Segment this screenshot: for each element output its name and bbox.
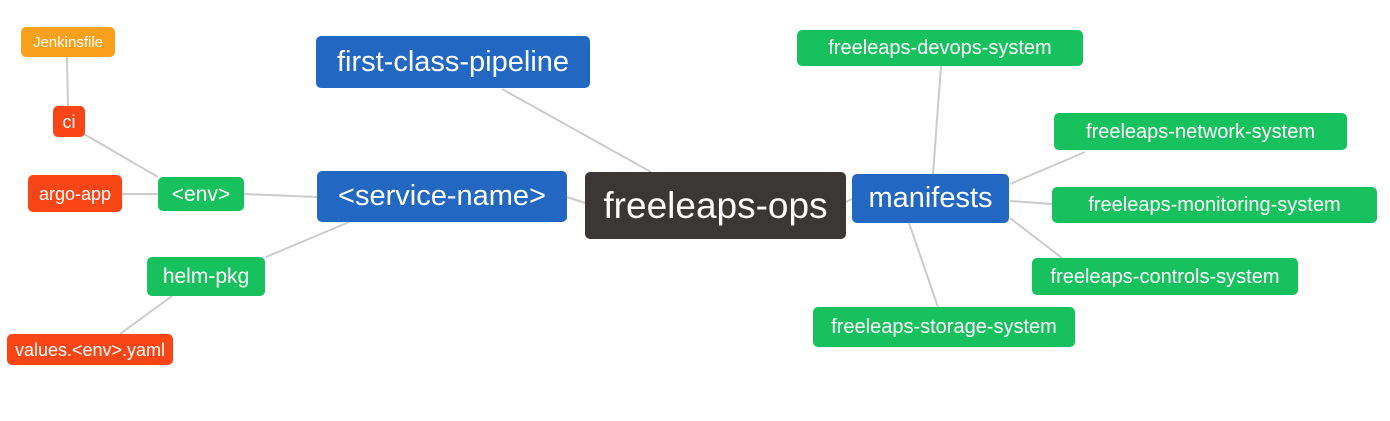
- node-freeleaps-ops-root[interactable]: freeleaps-ops: [585, 172, 846, 239]
- node-env[interactable]: <env>: [158, 177, 244, 211]
- node-jenkinsfile[interactable]: Jenkinsfile: [21, 27, 115, 57]
- edge-manifests-devops: [932, 65, 942, 175]
- edge-jenkinsfile-ci: [66, 56, 69, 107]
- edge-pipeline-root: [501, 88, 652, 173]
- edge-manifests-network: [1009, 151, 1086, 185]
- edge-manifests-monitoring: [1009, 200, 1053, 205]
- node-freeleaps-storage-system[interactable]: freeleaps-storage-system: [813, 307, 1075, 347]
- node-values-env-yaml[interactable]: values.<env>.yaml: [7, 334, 173, 365]
- node-manifests[interactable]: manifests: [852, 174, 1009, 223]
- edge-manifests-storage: [908, 222, 939, 308]
- node-helm-pkg[interactable]: helm-pkg: [147, 257, 265, 296]
- node-freeleaps-devops-system[interactable]: freeleaps-devops-system: [797, 30, 1083, 66]
- edge-helm-pkg-values: [119, 295, 173, 335]
- node-argo-app[interactable]: argo-app: [28, 175, 122, 212]
- edge-env-service-name: [243, 193, 318, 198]
- edge-root-manifests: [845, 198, 853, 203]
- node-freeleaps-monitoring-system[interactable]: freeleaps-monitoring-system: [1052, 187, 1377, 223]
- edge-service-name-helm-pkg: [265, 221, 350, 258]
- node-freeleaps-controls-system[interactable]: freeleaps-controls-system: [1032, 258, 1298, 295]
- edge-manifests-controls: [1009, 217, 1063, 259]
- node-first-class-pipeline[interactable]: first-class-pipeline: [316, 36, 590, 88]
- edge-service-name-root: [566, 196, 586, 204]
- node-ci[interactable]: ci: [53, 106, 85, 137]
- edge-ci-env: [83, 133, 159, 178]
- node-freeleaps-network-system[interactable]: freeleaps-network-system: [1054, 113, 1347, 150]
- node-service-name[interactable]: <service-name>: [317, 171, 567, 222]
